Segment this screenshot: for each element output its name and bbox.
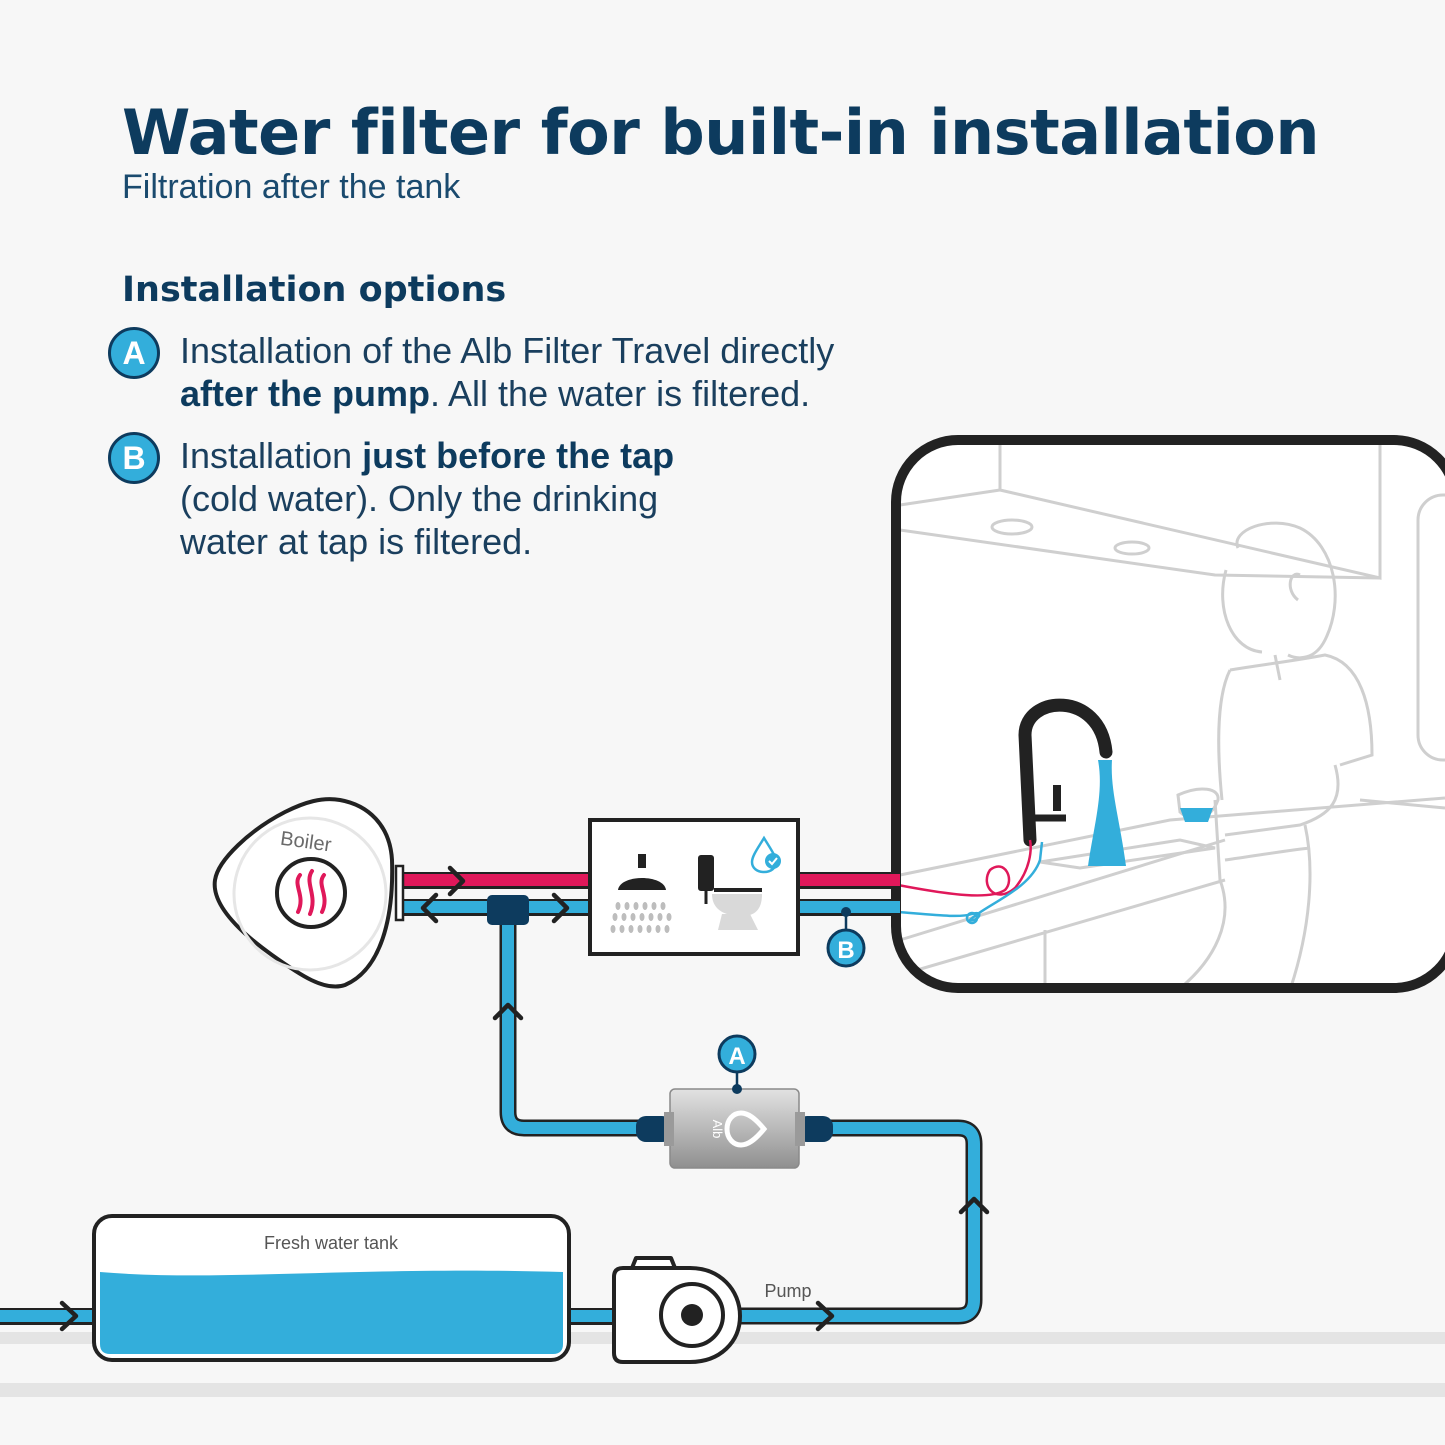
marker-b-circle [826,928,866,968]
marker-a-circle [717,1034,757,1074]
option-a-badge: A [108,327,160,379]
faucet [1018,698,1113,847]
tank-to-pump-pipe [566,1310,618,1322]
alb-filter: Alb [636,1088,833,1169]
water-stream [1088,760,1126,866]
kitchen-scene [891,435,1445,993]
floor-line-lower [0,1383,1445,1397]
option-b-line2: (cold water). Only the drinking [180,478,659,519]
water-drop-check-icon [750,835,781,874]
page-subtitle: Filtration after the tank [122,168,461,206]
option-b-badge: B [108,432,160,484]
option-a-text: Installation of the Alb Filter Travel di… [180,329,834,415]
pump-label: Pump [764,1281,811,1301]
option-b: B Installation just before the tap (cold… [108,432,928,572]
option-b-line1-pre: Installation [180,435,363,476]
toilet-icon [698,855,762,930]
fresh-water-tank: Fresh water tank [92,1214,571,1362]
heat-wave-icon [295,869,327,916]
hot-pipe-boiler [400,874,590,886]
alb-logo-icon [724,1110,768,1148]
boiler: Boiler [212,797,405,989]
marker-b-label: B [837,937,854,964]
option-a: A Installation of the Alb Filter Travel … [108,327,928,427]
installation-options-heading: Installation options [122,270,507,310]
flow-arrows [59,865,990,1332]
shower-icon [610,854,672,933]
option-a-bold: after the pump [180,373,431,414]
option-b-bold: just before the tap [362,435,675,476]
hot-pipe-kitchen [796,874,900,886]
pump: Pump [612,1256,812,1364]
cold-pipe-kitchen [796,901,900,913]
option-b-text: Installation just before the tap (cold w… [180,434,674,563]
cold-pipe-pump-to-filter [740,1122,980,1322]
tank-label: Fresh water tank [264,1233,399,1253]
page-title: Water filter for built-in installation [122,96,1320,169]
option-a-line2: . All the water is filtered. [430,373,811,414]
tee-fitting [487,895,529,925]
cold-pipe-filter-to-tee [502,915,655,1134]
option-a-line1: Installation of the Alb Filter Travel di… [180,330,835,371]
filter-brand-label: Alb [710,1120,725,1139]
inlet-pipe [0,1310,98,1322]
fixtures-box [588,818,800,956]
marker-a-label: A [728,1043,745,1070]
option-b-line3: water at tap is filtered. [180,521,533,562]
tank-water [100,1270,563,1354]
